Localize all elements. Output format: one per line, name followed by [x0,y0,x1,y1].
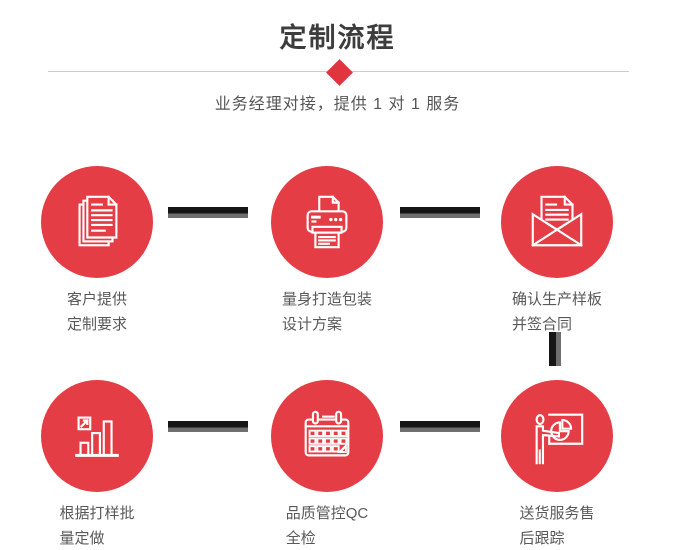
connector-step5-step6 [400,421,480,432]
connector-step1-step2 [168,207,248,218]
open-envelope-icon [531,195,583,247]
connector-step2-step3 [400,207,480,218]
connector-step3-step6 [549,332,561,366]
step-batch-production: 根据打样批 量定做 [17,380,177,550]
presentation-icon [535,413,584,465]
step-circle [271,166,383,278]
step-packaging-design: 量身打造包装 设计方案 [247,166,407,337]
step-delivery-aftersales: 送货服务售 后跟踪 [477,380,637,550]
documents-icon [78,195,118,247]
step-label: 根据打样批 量定做 [59,505,135,547]
step-circle [271,380,383,492]
subtitle: 业务经理对接，提供 1 对 1 服务 [214,96,461,113]
step-label: 客户提供 定制要求 [66,291,127,333]
step-circle [501,166,613,278]
step-circle [501,380,613,492]
step-label: 确认生产样板 并签合同 [511,291,602,333]
step-circle [41,166,153,278]
step-confirm-sample: 确认生产样板 并签合同 [477,166,637,337]
printer-icon [306,195,348,249]
diamond-icon [326,59,353,86]
step-label: 量身打造包装 设计方案 [281,291,372,333]
bar-chart-icon [75,416,119,457]
page-title: 定制流程 [279,23,396,53]
step-label: 送货服务售 后跟踪 [519,505,595,547]
step-label: 品质管控QC 全检 [285,505,369,547]
step-customer-requirements: 客户提供 定制要求 [17,166,177,337]
step-circle [41,380,153,492]
connector-step4-step5 [168,421,248,432]
step-quality-control: 品质管控QC 全检 [247,380,407,550]
calendar-icon [304,410,350,457]
